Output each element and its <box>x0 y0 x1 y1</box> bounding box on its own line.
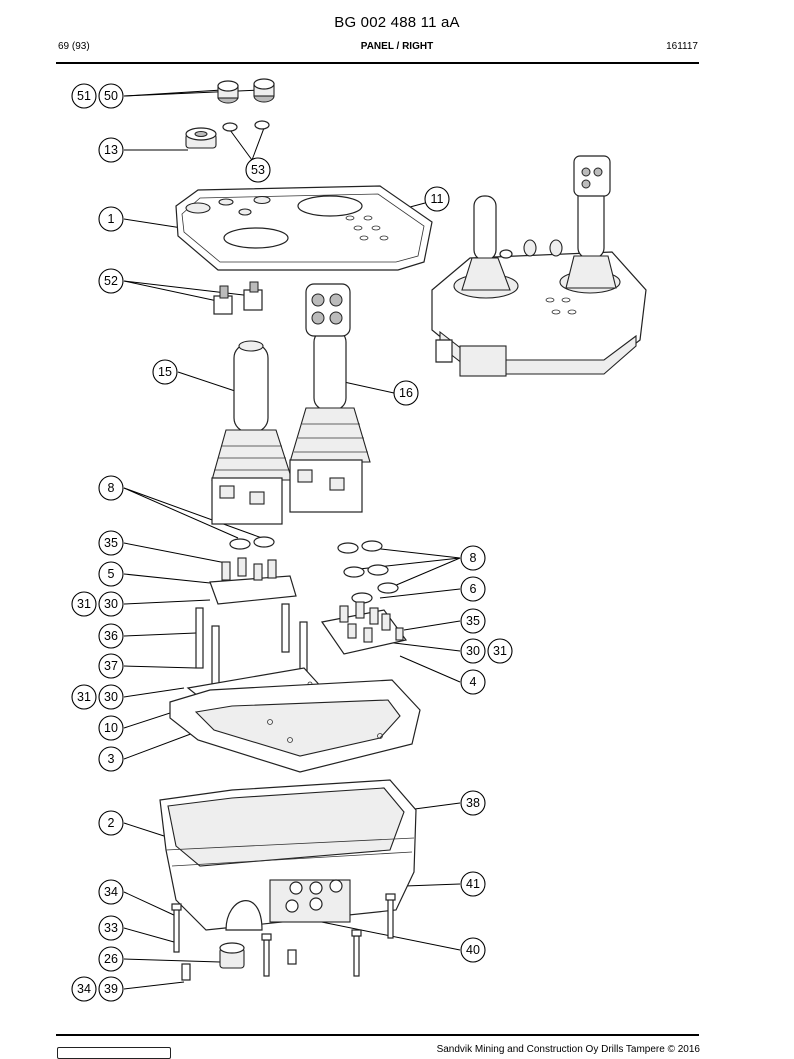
plug-part <box>219 942 245 969</box>
svg-text:53: 53 <box>251 163 265 177</box>
callout-53: 53 <box>245 157 271 183</box>
callout-50: 50 <box>98 83 124 109</box>
screws-part <box>171 893 396 981</box>
callout-30: 30 <box>98 684 124 710</box>
date-code: 161117 <box>666 41 698 52</box>
svg-text:50: 50 <box>104 89 118 103</box>
joystick-16-part <box>289 283 371 513</box>
callout-31: 31 <box>71 591 97 617</box>
knobs-part <box>217 78 275 104</box>
svg-text:8: 8 <box>470 551 477 565</box>
frame-3 <box>169 679 421 773</box>
callout-31: 31 <box>487 638 513 664</box>
nuts-8-right <box>337 540 399 604</box>
svg-text:36: 36 <box>104 629 118 643</box>
footer-rule <box>56 1034 699 1036</box>
callout-36: 36 <box>98 623 124 649</box>
callout-52: 52 <box>98 268 124 294</box>
callout-38: 38 <box>460 790 486 816</box>
assembled-panel-view <box>431 155 647 377</box>
callout-40: 40 <box>460 937 486 963</box>
callout-10: 10 <box>98 715 124 741</box>
svg-text:30: 30 <box>104 597 118 611</box>
callout-30: 30 <box>98 591 124 617</box>
switches-part <box>213 281 263 315</box>
svg-text:11: 11 <box>431 192 444 206</box>
callout-34: 34 <box>71 976 97 1002</box>
document-number: BG 002 488 11 aA <box>334 14 460 31</box>
company-logo <box>57 1047 171 1059</box>
svg-text:35: 35 <box>466 614 480 628</box>
svg-text:51: 51 <box>77 89 91 103</box>
callout-13: 13 <box>98 137 124 163</box>
callout-11: 11 <box>424 186 450 212</box>
svg-text:4: 4 <box>470 675 477 689</box>
callout-2: 2 <box>98 810 124 836</box>
svg-text:6: 6 <box>470 582 477 596</box>
svg-text:1: 1 <box>108 212 115 226</box>
svg-text:8: 8 <box>108 481 115 495</box>
svg-text:41: 41 <box>466 877 480 891</box>
svg-text:30: 30 <box>466 644 480 658</box>
svg-text:5: 5 <box>108 567 115 581</box>
callout-8: 8 <box>98 475 124 501</box>
svg-text:33: 33 <box>104 921 118 935</box>
callout-16: 16 <box>393 380 419 406</box>
callout-15: 15 <box>152 359 178 385</box>
svg-text:38: 38 <box>466 796 480 810</box>
svg-text:37: 37 <box>104 659 118 673</box>
svg-text:35: 35 <box>104 536 118 550</box>
svg-text:34: 34 <box>104 885 118 899</box>
housing-2 <box>159 779 417 931</box>
svg-text:52: 52 <box>104 274 118 288</box>
copyright-text: Sandvik Mining and Construction Oy Drill… <box>436 1044 700 1055</box>
svg-text:26: 26 <box>104 952 118 966</box>
callout-3: 3 <box>98 746 124 772</box>
circuit-board-4 <box>320 601 408 655</box>
callout-26: 26 <box>98 946 124 972</box>
svg-text:15: 15 <box>158 365 172 379</box>
svg-text:10: 10 <box>104 721 118 735</box>
section-title: PANEL / RIGHT <box>360 41 434 52</box>
cap-part <box>185 127 217 149</box>
page-number: 69 (93) <box>58 41 90 52</box>
svg-text:2: 2 <box>108 816 115 830</box>
callout-35: 35 <box>460 608 486 634</box>
svg-text:31: 31 <box>77 597 91 611</box>
svg-text:3: 3 <box>108 752 115 766</box>
svg-text:31: 31 <box>77 690 91 704</box>
callout-33: 33 <box>98 915 124 941</box>
callout-8: 8 <box>460 545 486 571</box>
callout-4: 4 <box>460 669 486 695</box>
nuts-part <box>222 120 270 132</box>
circuit-board-5 <box>209 557 297 605</box>
callout-37: 37 <box>98 653 124 679</box>
callout-30: 30 <box>460 638 486 664</box>
callout-41: 41 <box>460 871 486 897</box>
svg-text:34: 34 <box>77 982 91 996</box>
svg-text:31: 31 <box>493 644 507 658</box>
callout-6: 6 <box>460 576 486 602</box>
svg-text:30: 30 <box>104 690 118 704</box>
callout-31: 31 <box>71 684 97 710</box>
callout-1: 1 <box>98 206 124 232</box>
nuts-8-left <box>229 536 275 550</box>
callout-51: 51 <box>71 83 97 109</box>
callout-39: 39 <box>98 976 124 1002</box>
svg-text:13: 13 <box>104 143 118 157</box>
svg-text:40: 40 <box>466 943 480 957</box>
callout-35: 35 <box>98 530 124 556</box>
svg-text:39: 39 <box>104 982 118 996</box>
joystick-15-part <box>211 340 293 525</box>
callout-34: 34 <box>98 879 124 905</box>
top-panel-part <box>175 185 433 271</box>
svg-text:16: 16 <box>399 386 413 400</box>
header-rule <box>56 62 699 64</box>
callout-5: 5 <box>98 561 124 587</box>
